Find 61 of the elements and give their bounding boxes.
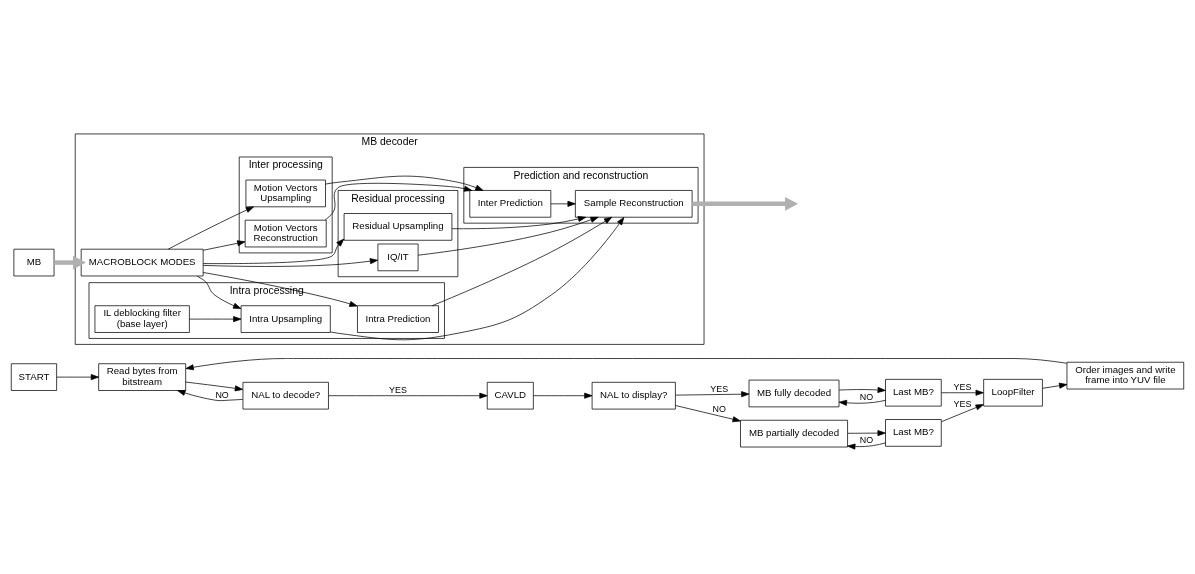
node-box: Order images and write frame into YUV file bbox=[1066, 361, 1185, 389]
arrow bbox=[847, 429, 886, 436]
arrow bbox=[330, 216, 625, 340]
node-box: START bbox=[10, 362, 57, 391]
arrow bbox=[941, 403, 984, 422]
node-box: Last MB? bbox=[885, 378, 942, 406]
arrow bbox=[847, 442, 886, 449]
node-box: MACROBLOCK MODES bbox=[80, 248, 204, 276]
arrow bbox=[550, 200, 576, 207]
arrow bbox=[167, 206, 254, 250]
edge-label: NO bbox=[859, 391, 874, 402]
node-box: NAL to display? bbox=[591, 381, 676, 409]
node-box: Residual Upsampling bbox=[343, 212, 453, 241]
edge-label: YES bbox=[710, 383, 729, 394]
arrow bbox=[838, 399, 886, 406]
node-box: IQ/IT bbox=[377, 243, 419, 271]
arrow bbox=[838, 386, 886, 393]
arrow bbox=[56, 373, 99, 380]
node-box: NAL to decode? bbox=[242, 381, 329, 409]
edge-label: YES bbox=[953, 381, 972, 392]
node-box: MB fully decoded bbox=[748, 379, 840, 407]
arrow bbox=[328, 392, 488, 399]
arrow bbox=[692, 196, 799, 211]
arrow bbox=[417, 216, 599, 256]
node-box: Motion Vectors Upsampling bbox=[245, 179, 326, 207]
node-box: Motion Vectors Reconstruction bbox=[244, 219, 327, 247]
node-box: Inter Prediction bbox=[469, 189, 552, 218]
arrow bbox=[202, 238, 345, 264]
arrow bbox=[202, 271, 358, 307]
arrow bbox=[325, 175, 484, 191]
edge-label: YES bbox=[953, 398, 972, 409]
arrow bbox=[196, 275, 242, 309]
edge-label: YES bbox=[389, 384, 407, 395]
arrow bbox=[451, 215, 587, 229]
node-box: CAVLD bbox=[486, 381, 534, 409]
edge-label: NO bbox=[712, 403, 726, 414]
node-box: Sample Reconstruction bbox=[575, 189, 693, 218]
arrow bbox=[941, 389, 984, 396]
node-box: LoopFilter bbox=[983, 378, 1043, 406]
arrow bbox=[533, 392, 593, 399]
arrow bbox=[675, 390, 750, 397]
arrow bbox=[202, 257, 379, 267]
arrow bbox=[324, 182, 473, 220]
node-box: Last MB? bbox=[885, 418, 942, 447]
arrow bbox=[185, 357, 1068, 370]
arrow bbox=[189, 315, 242, 322]
node-box: Intra Prediction bbox=[357, 304, 439, 333]
node-box: Read bytes from bitstream bbox=[98, 362, 187, 391]
arrow bbox=[431, 216, 613, 306]
node-box: MB partially decoded bbox=[740, 419, 848, 447]
edge-label: NO bbox=[859, 434, 874, 445]
arrow bbox=[202, 239, 246, 251]
node-box: MB bbox=[13, 248, 55, 276]
edge-label: NO bbox=[215, 389, 229, 400]
arrow bbox=[54, 255, 86, 269]
node-box: Intra Upsampling bbox=[240, 304, 331, 333]
arrow bbox=[1042, 382, 1068, 389]
arrow bbox=[675, 404, 741, 422]
arrow bbox=[185, 381, 243, 391]
node-box: IL deblocking filter (base layer) bbox=[94, 304, 190, 333]
arrow bbox=[177, 389, 243, 401]
